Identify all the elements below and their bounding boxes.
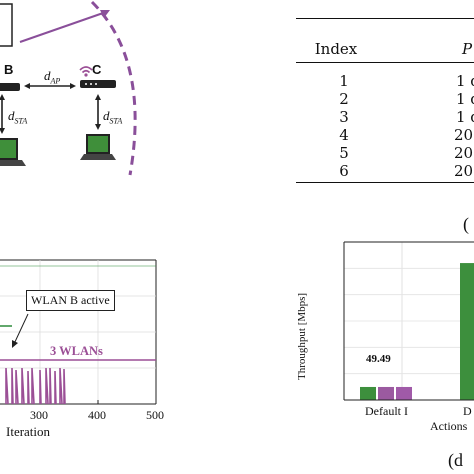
ap-b-device — [0, 83, 20, 91]
wifi-icon — [79, 66, 93, 74]
bar — [378, 386, 394, 400]
d-ap-label: dAP — [44, 68, 61, 86]
bar-grid — [344, 242, 474, 400]
bar — [460, 263, 474, 400]
x-tick-400: 400 — [88, 408, 106, 422]
x-tick-300: 300 — [30, 408, 48, 422]
annotation-arrow — [13, 313, 29, 345]
bar-marks — [360, 263, 474, 400]
bar-data-label: 49.49 — [366, 353, 391, 365]
wlans-annotation: 3 WLANs — [50, 344, 103, 358]
bar-caption: (d — [448, 450, 463, 470]
purple-spikes — [5, 367, 66, 405]
bar — [396, 386, 412, 400]
table-bottom-rule — [296, 182, 474, 184]
network-diagram — [0, 0, 137, 176]
ap-c-device — [80, 80, 116, 88]
bar-x-label: Actions — [430, 419, 468, 433]
wlan-b-annotation: WLAN B active — [26, 290, 115, 311]
header-index: Index — [314, 40, 358, 58]
frame-box — [0, 3, 13, 47]
bar-y-label: Throughput [Mbps] — [296, 292, 308, 380]
category-label-default: Default I — [365, 404, 408, 418]
header-p: P — [462, 40, 473, 58]
table-caption: ( — [463, 214, 469, 234]
ap-c-label: C — [92, 62, 102, 77]
range-arrowhead — [100, 10, 110, 18]
iteration-chart — [0, 259, 157, 405]
table-mid-rule — [296, 62, 474, 64]
laptop-icon-left — [0, 138, 26, 166]
bar — [360, 386, 376, 400]
laptop-icon-right — [80, 134, 116, 160]
d-sta-label-right: dSTA — [103, 108, 123, 126]
x-axis-label: Iteration — [6, 424, 51, 439]
category-label-d: D — [463, 404, 472, 418]
table-top-rule — [296, 18, 474, 20]
ap-b-label: B — [4, 62, 14, 77]
throughput-bar-chart — [343, 241, 474, 401]
range-arrow-line — [19, 11, 107, 43]
d-sta-label-left: dSTA — [8, 108, 28, 126]
x-tick-500: 500 — [146, 408, 164, 422]
